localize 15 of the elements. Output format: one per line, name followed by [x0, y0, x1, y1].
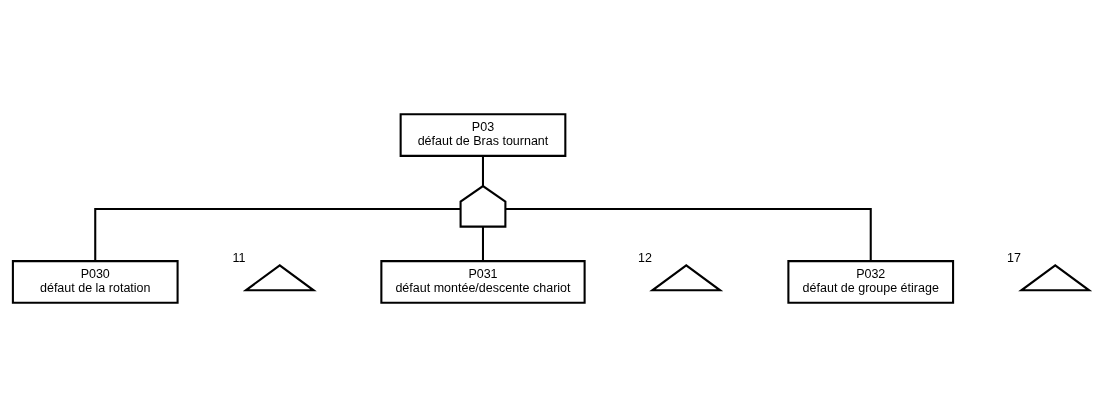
node-label: 17	[1007, 250, 1022, 265]
node-label: 12	[638, 250, 653, 265]
node-triangle	[1018, 263, 1093, 291]
node-box: P03 défaut de Bras tournant	[399, 112, 567, 157]
connector	[481, 226, 485, 261]
node-box: P031 défaut montée/descente chariot	[380, 259, 586, 304]
node-triangle	[242, 263, 317, 291]
connector	[94, 207, 461, 261]
node-box: P032 défaut de groupe étirage	[787, 259, 955, 304]
connector	[481, 155, 485, 186]
node-gate	[459, 184, 507, 228]
node-box: P030 défaut de la rotation	[11, 259, 179, 304]
connector	[505, 207, 872, 261]
node-label: 11	[232, 250, 246, 265]
node-triangle	[649, 263, 724, 291]
